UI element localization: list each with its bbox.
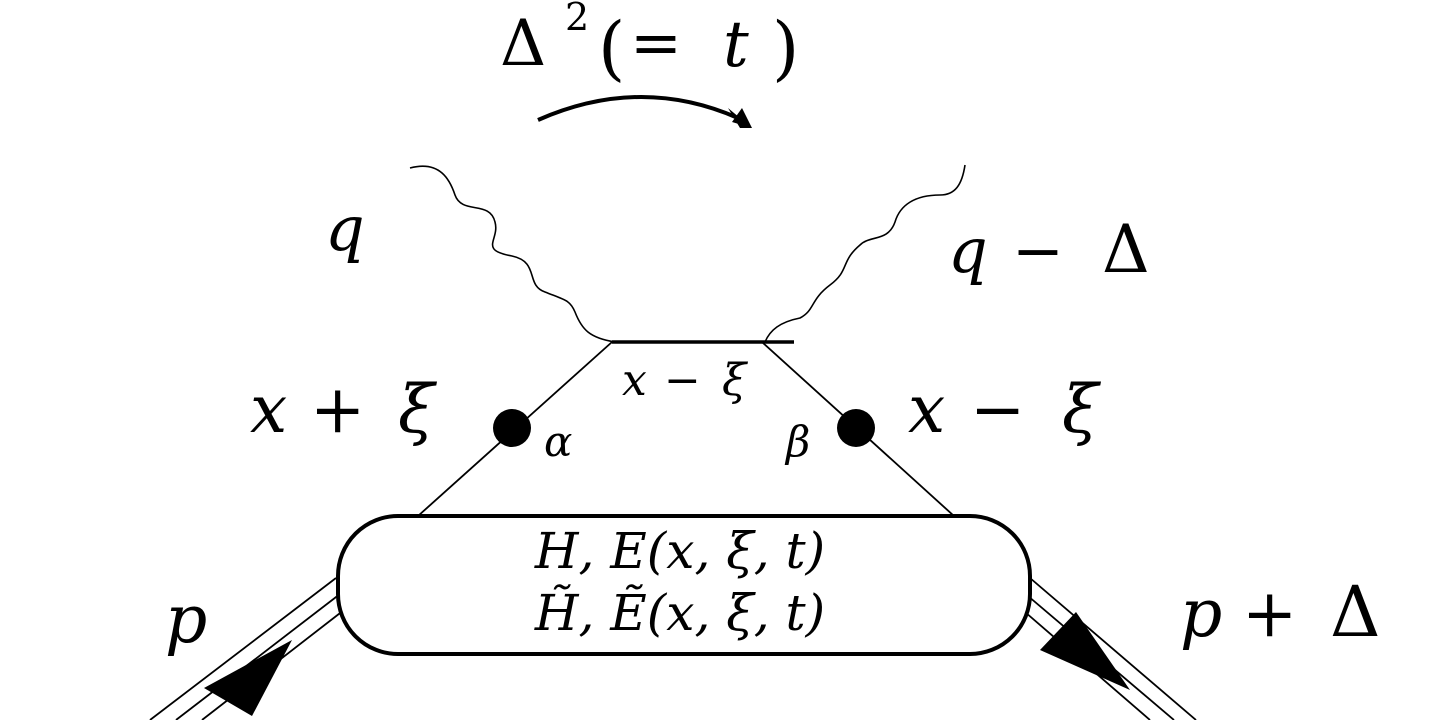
title-close-paren: ) (772, 7, 799, 89)
title-open-paren: ( (598, 7, 625, 89)
photon-out-label: q − Δ (948, 211, 1150, 288)
proton-out-arrow (1040, 612, 1130, 690)
quark-left-x: x (250, 371, 287, 448)
vertex-beta-dot (837, 409, 875, 447)
gpd-blob (336, 514, 1032, 656)
blob-line-1: H, E(x, ξ, t) (534, 522, 825, 580)
quark-right-xi: ξ (1062, 371, 1102, 448)
photon-out-delta: Δ (1102, 211, 1150, 288)
quark-right-x: x (908, 371, 945, 448)
quark-left-label: x + ξ (250, 371, 438, 448)
quark-right-label: x − ξ (908, 371, 1102, 448)
photon-out-q: q (948, 214, 988, 287)
photon-out-minus: − (1012, 214, 1064, 287)
proton-out-delta: Δ (1330, 571, 1381, 653)
title-superscript: 2 (565, 0, 589, 39)
photon-in-label: q (325, 192, 365, 265)
propagator-label: x − ξ (622, 355, 749, 406)
proton-in-line (149, 577, 345, 720)
vertex-beta-label: β (784, 417, 810, 466)
quark-right-minus: − (970, 371, 1025, 448)
quark-left-plus: + (310, 371, 365, 448)
blob-line-2: H̃, Ẽ(x, ξ, t) (534, 583, 825, 642)
proton-out-line (1024, 577, 1197, 720)
proton-in-arrow (204, 640, 292, 716)
proton-in-label: p (165, 581, 207, 658)
vertex-alpha-dot (493, 409, 531, 447)
vertex-alpha-label: α (544, 417, 572, 466)
title-delta: Δ (500, 7, 546, 81)
proton-out-label: p + Δ (1180, 571, 1381, 653)
propagator-x: x (622, 355, 647, 406)
proton-out-p: p (1180, 575, 1222, 652)
title-equals: = (630, 6, 682, 79)
proton-out-plus: + (1242, 575, 1297, 652)
quark-left-xi: ξ (398, 371, 438, 448)
propagator-minus: − (664, 355, 701, 406)
momentum-flow-arrow (537, 95, 752, 128)
outgoing-photon-line (764, 164, 966, 343)
incoming-photon-line (409, 165, 616, 343)
propagator-xi: ξ (722, 355, 749, 406)
momentum-transfer-label: Δ 2 ( = t ) (500, 0, 799, 89)
title-t: t (723, 8, 749, 82)
